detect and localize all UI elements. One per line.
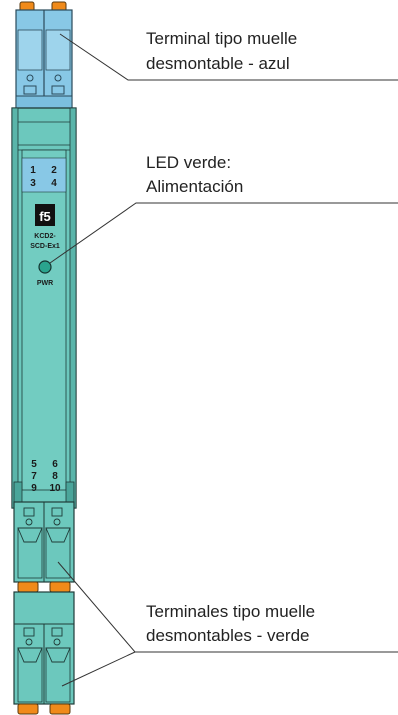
side-clip-left [13,481,23,503]
leader-led [49,202,398,264]
logo-glyph: f5 [39,209,51,224]
terminal-number-9: 9 [31,483,37,494]
pwr-led [38,260,52,274]
callout-top-terminal-line-1: Terminal tipo muelle [146,29,297,48]
terminal-number-2: 2 [51,165,57,176]
terminal-label-bottom: 5 6 7 8 9 10 [31,459,61,494]
terminal-number-10: 10 [49,483,61,494]
callout-bottom-line-2: desmontables - verde [146,626,309,645]
bottom-latches [17,703,71,715]
terminal-number-7: 7 [31,471,37,482]
callout-bottom-line-1: Terminales tipo muelle [146,602,315,621]
terminal-label-top: 1 2 3 4 [21,157,67,193]
brand-logo: f5 [35,204,55,226]
terminal-number-4: 4 [51,178,57,189]
terminal-number-1: 1 [30,165,36,176]
top-terminal-block [15,9,73,109]
middle-latches [17,581,71,593]
leader-bottom-2 [61,651,136,687]
terminal-number-6: 6 [52,459,58,470]
model-line-2: SCD-Ex1 [30,243,60,250]
callout-led-line-2: Alimentación [146,177,243,196]
callout-led-line-1: LED verde: [146,153,231,172]
callout-top-terminal-line-2: desmontable - azul [146,54,290,73]
terminal-number-5: 5 [31,459,37,470]
bottom-terminal-block-2 [13,591,75,705]
terminal-number-8: 8 [52,471,58,482]
led-label: PWR [37,280,53,287]
terminal-number-3: 3 [30,178,36,189]
side-clip-right [65,481,75,503]
model-line-1: KCD2- [34,233,56,240]
leader-top-terminal [59,33,398,81]
